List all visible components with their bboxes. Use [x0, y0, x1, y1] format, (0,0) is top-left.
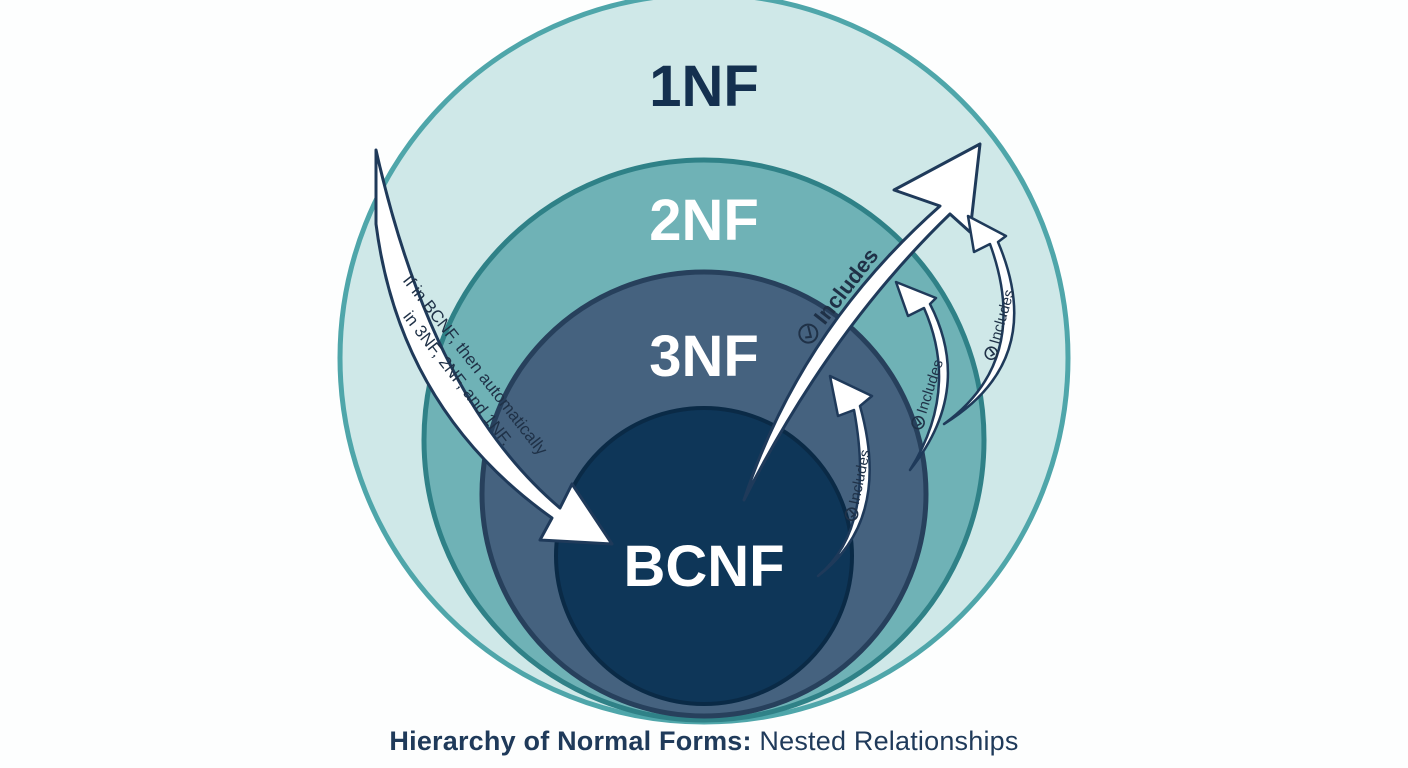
diagram-caption: Hierarchy of Normal Forms: Nested Relati…	[0, 726, 1408, 757]
check-mark	[988, 348, 996, 357]
check-icon	[911, 415, 925, 430]
check-mark	[848, 509, 856, 518]
label-3nf: 3NF	[649, 324, 759, 389]
circle-bcnf	[554, 406, 854, 706]
check-mark	[915, 417, 923, 427]
check-mark	[805, 325, 813, 339]
left-descending-arrow: If in BCNF, then automatically in 3NF, 2…	[374, 148, 614, 546]
check-icon	[798, 323, 819, 344]
check-icon	[844, 507, 859, 521]
caption-strong: Hierarchy of Normal Forms:	[389, 726, 752, 756]
caption-rest: Nested Relationships	[759, 726, 1019, 756]
label-bcnf: BCNF	[623, 534, 784, 599]
label-2nf: 2NF	[649, 188, 759, 253]
check-icon	[984, 346, 999, 361]
label-1nf: 1NF	[649, 54, 759, 119]
includes-arrow-3: Includes	[942, 214, 1018, 426]
